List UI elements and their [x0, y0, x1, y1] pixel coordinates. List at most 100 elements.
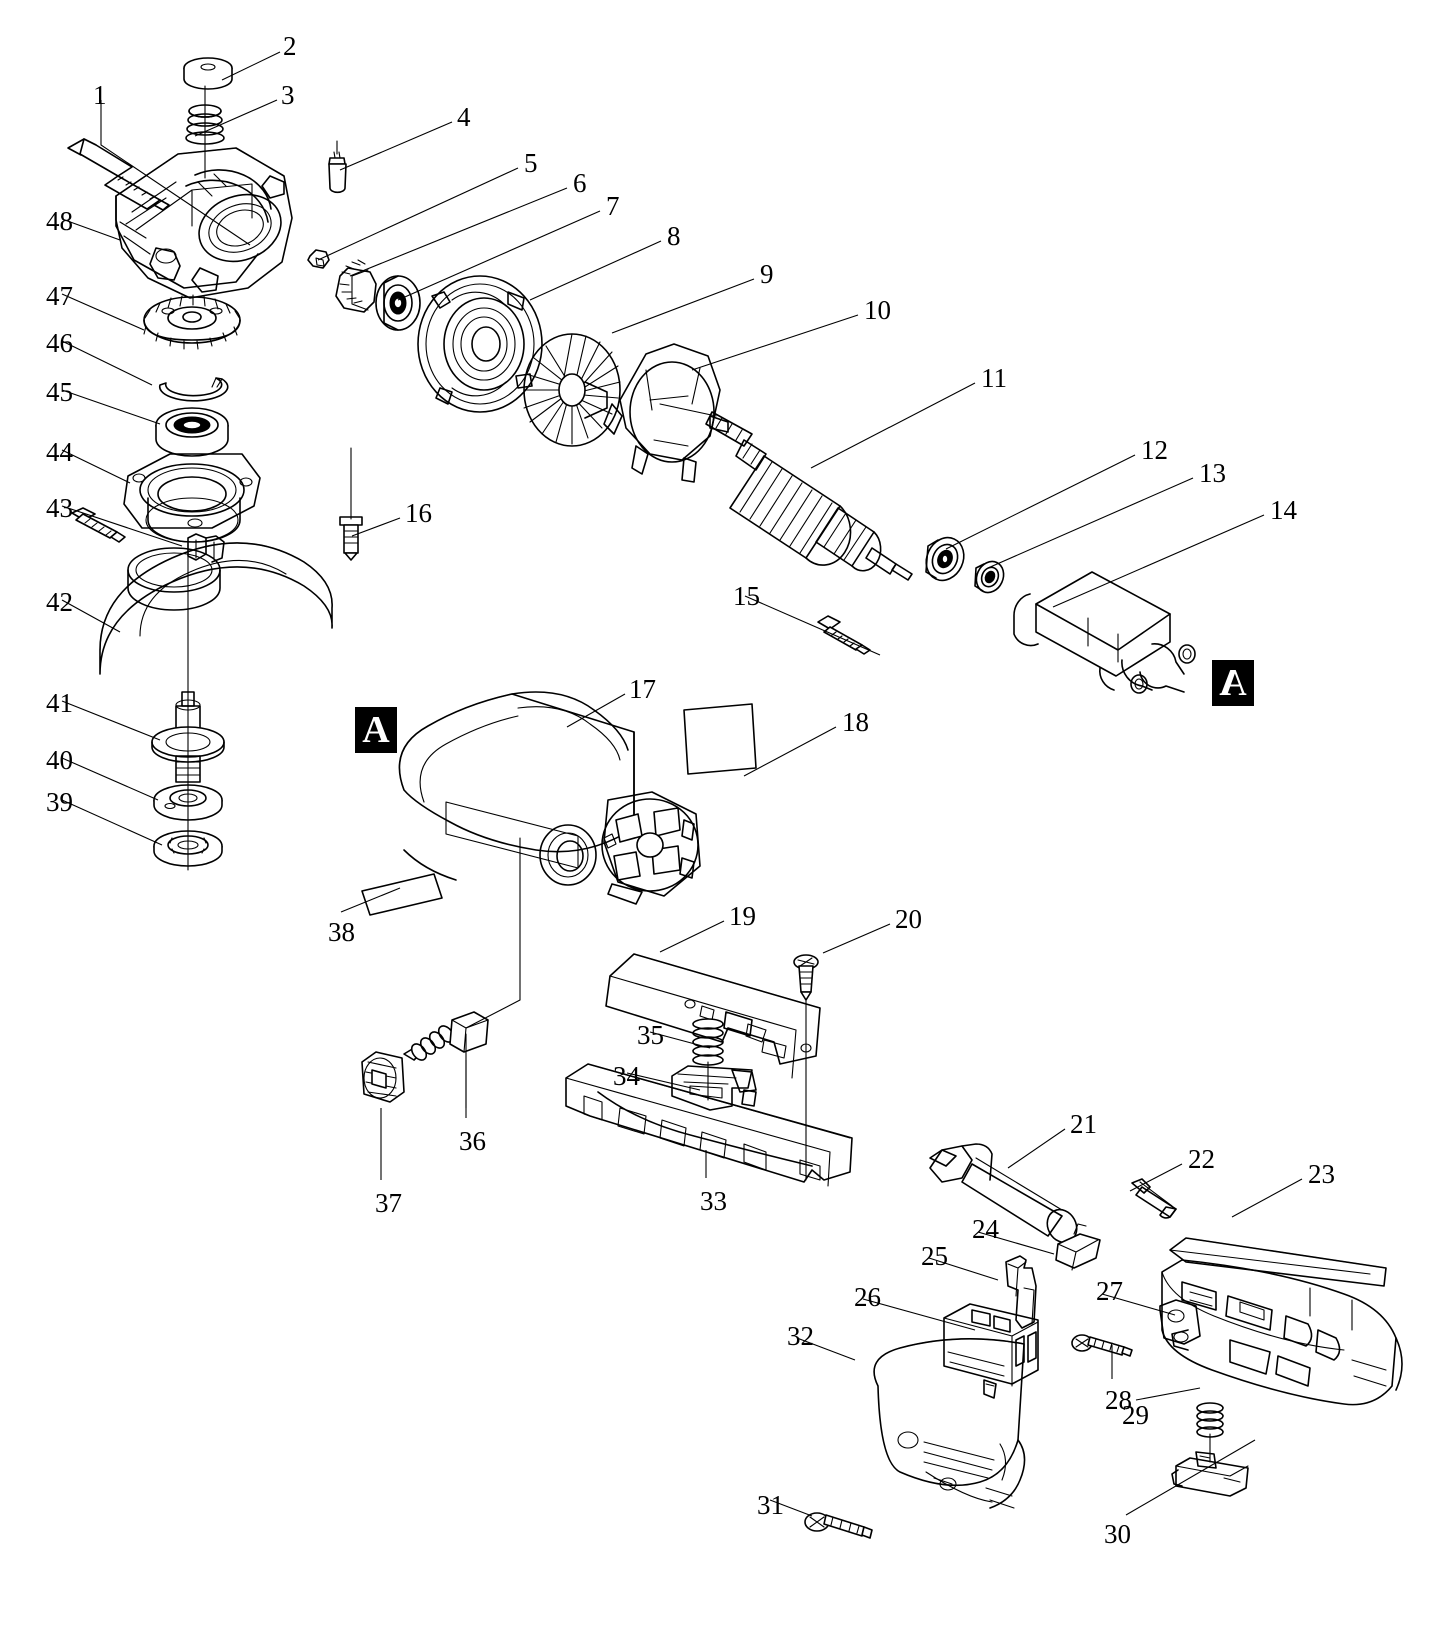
- part-17-motor-housing: [398, 691, 701, 905]
- part-12-bearing: [925, 536, 965, 582]
- leader-line-9: [611, 278, 755, 334]
- callout-number-27: 27: [1096, 1276, 1123, 1306]
- callout-number-14: 14: [1270, 495, 1297, 525]
- leader-line-12: [945, 454, 1136, 550]
- callout-number-41: 41: [46, 688, 73, 718]
- leader-line-25: [928, 1257, 999, 1281]
- callout-number-48: 48: [46, 206, 73, 236]
- leader-line-40: [61, 757, 159, 801]
- part-44-bearing-box: [123, 453, 261, 543]
- callout-number-26: 26: [854, 1282, 881, 1312]
- part-15-screw: [817, 615, 871, 655]
- part-16-screw: [339, 447, 363, 561]
- part-9-cooling-fan: [523, 333, 621, 447]
- callout-number-5: 5: [524, 148, 538, 178]
- callout-number-4: 4: [457, 102, 471, 132]
- part-43-screw: [71, 507, 126, 543]
- part-34-switch-slider: [671, 1065, 757, 1111]
- part-27-lock-plate: [1159, 1299, 1201, 1345]
- callout-number-42: 42: [46, 587, 73, 617]
- callout-number-46: 46: [46, 328, 73, 358]
- part-36-carbon-brush: [403, 837, 521, 1109]
- leader-line-1: [100, 100, 251, 246]
- callout-number-10: 10: [864, 295, 891, 325]
- part-21-handle-rod: [929, 1143, 1078, 1244]
- leader-line-45: [61, 389, 161, 425]
- part-7-ball-bearing: [375, 275, 421, 331]
- leader-line-34: [626, 1072, 701, 1091]
- leader-line-38: [340, 887, 401, 913]
- part-24-terminal: [1055, 1223, 1101, 1271]
- callout-number-47: 47: [46, 281, 73, 311]
- callout-number-12: 12: [1141, 435, 1168, 465]
- leader-line-8: [529, 240, 662, 301]
- leader-line-41: [61, 700, 161, 741]
- part-11-armature: [705, 411, 913, 581]
- callout-number-35: 35: [637, 1020, 664, 1050]
- section-marker-a-left: A: [355, 707, 397, 753]
- callout-number-32: 32: [787, 1321, 814, 1351]
- part-28-screw: [1071, 1334, 1133, 1357]
- leader-line-24: [977, 1231, 1055, 1255]
- callout-number-40: 40: [46, 745, 73, 775]
- leader-line-26: [862, 1298, 976, 1331]
- part-5-clip: [307, 249, 330, 269]
- part-22-rod: [1131, 1178, 1177, 1219]
- part-33-switch-base: [565, 1063, 853, 1187]
- part-42-wheel-guard: [99, 533, 333, 675]
- part-31-screw: [804, 1512, 873, 1539]
- leader-line-17: [566, 693, 626, 728]
- leader-line-47: [61, 293, 145, 331]
- callout-number-16: 16: [405, 498, 432, 528]
- leader-line-44: [61, 449, 131, 484]
- part-1-bolt: [67, 138, 170, 211]
- leader-line-46: [61, 340, 153, 386]
- callout-number-13: 13: [1199, 458, 1226, 488]
- section-marker-a-right: A: [1212, 660, 1254, 706]
- leader-line-16: [351, 517, 401, 537]
- part-23-handle-half: [1161, 1237, 1403, 1406]
- leader-line-48: [61, 218, 121, 241]
- leader-line-27: [1101, 1293, 1176, 1316]
- part-46-retaining-ring: [158, 377, 229, 402]
- leader-line-30: [1125, 1439, 1256, 1516]
- leader-line-6: [349, 187, 568, 277]
- leader-line-18: [743, 726, 837, 777]
- part-13-bearing-small: [974, 560, 1005, 594]
- callout-number-30: 30: [1104, 1519, 1131, 1549]
- leader-line-35: [649, 1031, 711, 1049]
- callout-number-37: 37: [375, 1188, 402, 1218]
- leader-line-7: [397, 210, 601, 301]
- callout-number-43: 43: [46, 493, 73, 523]
- part-37-brush-cap: [361, 1051, 405, 1103]
- callout-number-44: 44: [46, 437, 73, 467]
- callout-number-36: 36: [459, 1126, 486, 1156]
- callout-number-6: 6: [573, 168, 587, 198]
- part-4-pin: [328, 140, 347, 194]
- leader-line-39: [61, 799, 163, 846]
- callout-number-25: 25: [921, 1241, 948, 1271]
- leader-line-21: [1007, 1128, 1066, 1169]
- part-14-field-stator: [1013, 571, 1196, 694]
- callout-number-45: 45: [46, 377, 73, 407]
- part-26-switch: [943, 1303, 1039, 1399]
- callout-number-31: 31: [757, 1490, 784, 1520]
- leader-line-42: [61, 599, 121, 633]
- leader-line-11: [810, 382, 976, 469]
- callout-number-28: 28: [1105, 1385, 1132, 1415]
- leader-line-22: [1129, 1163, 1183, 1192]
- leader-line-23: [1231, 1178, 1303, 1218]
- callout-number-3: 3: [281, 80, 295, 110]
- leader-line-20: [822, 923, 891, 954]
- callout-number-24: 24: [972, 1214, 999, 1244]
- callout-number-20: 20: [895, 904, 922, 934]
- part-29-spring: [1196, 1402, 1224, 1463]
- callout-number-29: 29: [1122, 1400, 1149, 1430]
- callout-number-1: 1: [93, 80, 107, 110]
- part-20-screw: [793, 954, 819, 1181]
- leader-line-14: [1052, 514, 1265, 608]
- leader-line-3: [194, 99, 278, 137]
- leader-line-15: [744, 595, 881, 656]
